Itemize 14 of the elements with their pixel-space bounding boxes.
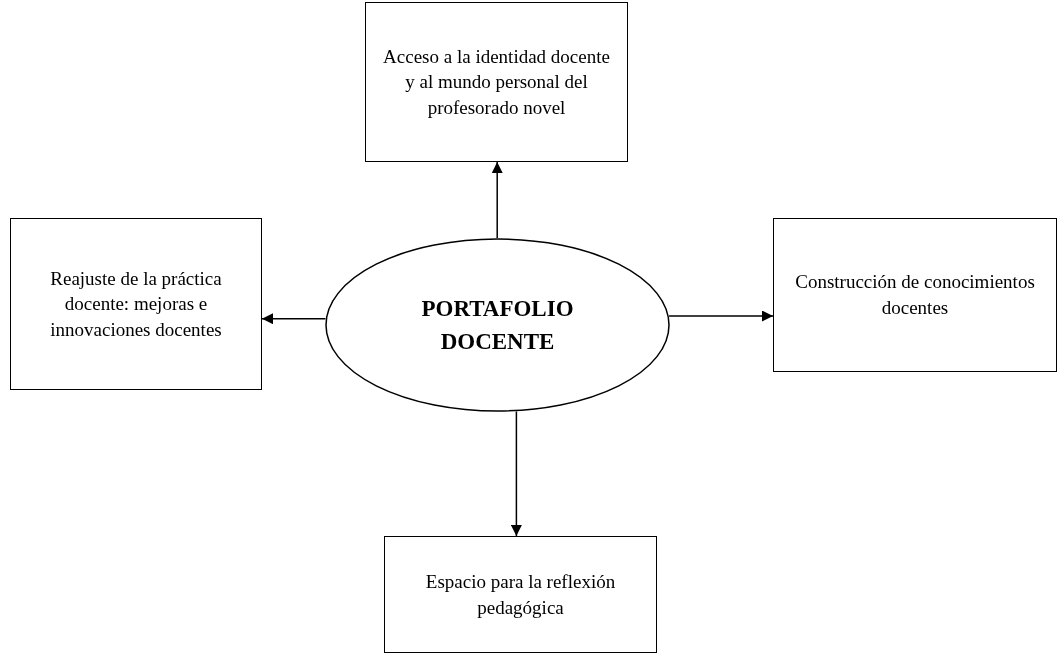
arrow — [261, 313, 327, 325]
box-text: Espacio para la reflexión pedagógica — [424, 569, 617, 620]
central-title: PORTAFOLIO DOCENTE — [420, 294, 575, 356]
box-text: Construcción de conocimientos docentes — [794, 270, 1036, 320]
arrow — [491, 161, 503, 239]
box-text: Reajuste de la práctica docente: mejoras e innovaciones docentes — [49, 266, 223, 342]
concept-box — [773, 218, 1057, 372]
arrow — [510, 410, 522, 537]
box-text: Acceso a la identidad docente y al mundo personal del profesorado novel — [382, 44, 611, 120]
central-ellipse — [325, 238, 670, 412]
arrow — [668, 310, 774, 322]
concept-box — [384, 536, 657, 653]
concept-box — [10, 218, 262, 390]
concept-box — [365, 2, 628, 162]
